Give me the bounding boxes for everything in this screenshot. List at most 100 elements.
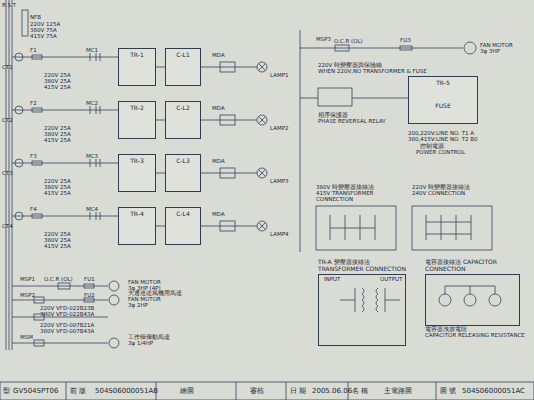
- component-label: 415V 75A: [30, 33, 57, 39]
- part-name: TR-A 變壓器接線法 TRANSFORMER CONNECTION: [318, 258, 406, 272]
- title-block-cell: 審核: [250, 387, 264, 395]
- fuse-symbol: [32, 214, 42, 218]
- connector-wire: [156, 226, 165, 227]
- part-name: TR-2: [121, 104, 153, 111]
- component-box: TR-5FUSE: [408, 76, 478, 124]
- component-label: 3φ 1/4HP: [128, 340, 153, 346]
- fuse-symbol: [32, 161, 42, 165]
- ct-symbol: [15, 106, 23, 114]
- connector-wire: [156, 67, 165, 68]
- mda-symbol: [220, 168, 235, 178]
- component-label: 240V CONNECTION: [412, 190, 465, 196]
- component-label: 415V 25A: [44, 243, 71, 249]
- title-block-cell: 名 稱: [352, 387, 368, 395]
- component-label: F2: [30, 100, 37, 106]
- component-box: TR-2: [118, 101, 156, 139]
- ct-symbol: [15, 53, 23, 61]
- lamp-symbol: [257, 221, 267, 231]
- fuse-symbol: [32, 108, 42, 112]
- title-block-cell: 日 期: [290, 387, 306, 395]
- component-label: 380V VFD-007B43A: [40, 328, 94, 334]
- component-label: 415V 25A: [44, 84, 71, 90]
- component-label: MDA: [212, 211, 225, 217]
- contactor-symbol: [90, 53, 100, 61]
- component-label: CT3: [2, 170, 13, 176]
- connector-wire: [156, 173, 165, 174]
- component-label: 220V 25A: [44, 125, 71, 131]
- title-block-cell: GV504SPT06: [13, 387, 58, 395]
- component-label: LAMP4: [270, 231, 289, 237]
- component-label: 220V 時變壓器接線法: [412, 184, 470, 190]
- component-label: 380V 75A: [30, 27, 57, 33]
- component-label: 415V 25A: [44, 190, 71, 196]
- component-box: TR-3: [118, 154, 156, 192]
- component-label: 220V 25A: [44, 231, 71, 237]
- part-name: C-L1: [168, 51, 198, 58]
- component-label: 工作檯傳動馬達: [128, 334, 170, 340]
- mda-symbol: [220, 221, 235, 231]
- component-label: MC2: [86, 100, 98, 106]
- component-label: CONNECTION: [316, 196, 353, 202]
- diagram-panel: TR-A 變壓器接線法 TRANSFORMER CONNECTION: [318, 258, 406, 346]
- mda-symbol: [220, 115, 235, 125]
- part-name: TR-3: [121, 157, 153, 164]
- component-label: 220V 125A: [30, 21, 60, 27]
- wire: [201, 226, 257, 227]
- contactor-symbol: [90, 159, 100, 167]
- title-block-cell: 前 版: [70, 387, 86, 395]
- component-label: MC1: [86, 47, 98, 53]
- connector-wire: [156, 120, 165, 121]
- lamp-symbol: [257, 115, 267, 125]
- wire: [12, 163, 118, 164]
- lamp-cross: [259, 117, 266, 124]
- component-label: CT4: [2, 223, 13, 229]
- component-label: 大通道送風機用馬達: [128, 290, 182, 296]
- component-label: F3: [30, 153, 37, 159]
- component-label: 220V 時變壓器與保險絲: [318, 62, 382, 68]
- part-name: TR-1: [121, 51, 153, 58]
- title-block-cell: 504S06000051AC: [462, 387, 525, 395]
- component-label: 380V VFD-022B43A: [40, 311, 94, 317]
- component-label: 200,220V:LINE NO. T1 A: [408, 130, 474, 136]
- component-label: CT1: [2, 64, 13, 70]
- component-label: FAN MOTOR: [128, 279, 161, 285]
- lamp-cross: [259, 223, 266, 230]
- fuse-symbol: [32, 55, 42, 59]
- component-label: F4: [30, 206, 37, 212]
- component-label: 220V 25A: [44, 178, 71, 184]
- title-block-cell: 504S06000051AB: [95, 387, 158, 395]
- component-label: 380,415V:LINE NO. T2 B0: [408, 136, 478, 142]
- lamp-cross: [259, 64, 266, 71]
- lamp-cross: [259, 170, 266, 177]
- title-block-cell: 主電路圖: [384, 387, 412, 395]
- wire: [201, 120, 257, 121]
- component-label: 電容器洩放電阻: [425, 326, 467, 332]
- component-label: LAMP1: [270, 72, 289, 78]
- component-label: OUTPUT: [380, 276, 402, 282]
- ct-symbol: [15, 212, 23, 220]
- contactor-symbol: [90, 106, 100, 114]
- component-box: TR-1: [118, 48, 156, 86]
- mda-symbol: [220, 62, 235, 72]
- wire: [201, 67, 257, 68]
- component-label: MDA: [212, 158, 225, 164]
- component-label: POWER CONTROL: [416, 149, 465, 155]
- component-label: R S T: [2, 2, 16, 8]
- lamp-symbol: [257, 168, 267, 178]
- ct-symbol: [15, 159, 23, 167]
- component-label: 220V VFD-022B23B: [40, 305, 94, 311]
- component-label: F1: [30, 47, 37, 53]
- wire: [201, 173, 257, 174]
- component-label: 380V 時變壓器接線法: [316, 184, 374, 190]
- component-label: INPUT: [324, 276, 340, 282]
- component-box: C-L3: [165, 154, 201, 192]
- component-label: O.C.R (OL): [44, 276, 73, 282]
- component-label: MSM: [20, 334, 33, 340]
- component-label: FU3: [400, 37, 411, 43]
- component-label: 380V 25A: [44, 237, 71, 243]
- component-label: 380V 25A: [44, 78, 71, 84]
- title-block-cell: 繪圖: [180, 387, 194, 395]
- panel-outline: [425, 274, 520, 326]
